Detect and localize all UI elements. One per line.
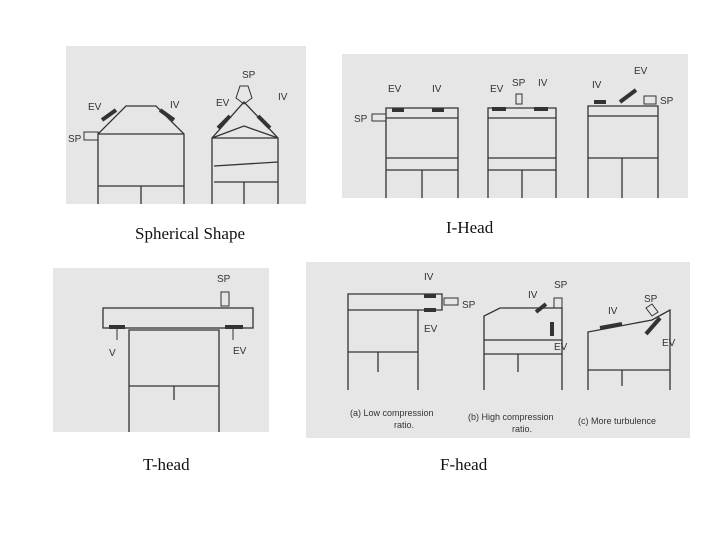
ihead-labels: EV IV SP EV SP IV IV EV SP — [354, 66, 674, 125]
spherical-labels: EV IV SP EV SP IV — [68, 70, 288, 145]
label-sp: SP — [242, 70, 256, 81]
label-ev: EV — [216, 98, 230, 109]
subcaption-c: (c) More turbulence — [578, 416, 656, 426]
fhead-labels: IV SP EV IV SP EV IV SP EV (a) Low compr… — [350, 272, 676, 434]
label-ev: EV — [554, 342, 568, 353]
caption-ihead: I-Head — [446, 218, 494, 237]
subcaption-b: (b) High compression — [468, 412, 554, 422]
spherical-diagram — [83, 85, 279, 204]
label-ev: EV — [424, 324, 438, 335]
fhead-panel: IV SP EV IV SP EV IV SP EV (a) Low compr… — [306, 262, 690, 438]
label-sp: SP — [217, 274, 231, 285]
thead-diagram — [102, 291, 254, 432]
caption-fhead: F-head — [440, 455, 488, 474]
label-ev: EV — [662, 338, 676, 349]
caption-thead: T-head — [143, 455, 190, 474]
label-ev: EV — [634, 66, 648, 77]
spherical-panel: EV IV SP EV SP IV — [66, 46, 306, 204]
subcaption-a-line2: ratio. — [394, 420, 414, 430]
label-ev: EV — [490, 84, 504, 95]
label-sp: SP — [462, 300, 476, 311]
ihead-panel: EV IV SP EV SP IV IV EV SP — [342, 54, 688, 198]
label-sp: SP — [68, 134, 82, 145]
label-sp: SP — [660, 96, 674, 107]
fhead-diagram — [347, 293, 671, 390]
label-ev: EV — [388, 84, 402, 95]
label-v: V — [109, 348, 116, 359]
label-iv: IV — [424, 272, 434, 283]
thead-panel: SP V EV — [53, 268, 269, 432]
label-sp: SP — [512, 78, 526, 89]
label-iv: IV — [170, 100, 180, 111]
label-ev: EV — [88, 102, 102, 113]
label-sp: SP — [644, 294, 658, 305]
ihead-diagram — [371, 88, 659, 198]
label-iv: IV — [432, 84, 442, 95]
subcaption-a: (a) Low compression — [350, 408, 434, 418]
label-ev: EV — [233, 346, 247, 357]
label-iv: IV — [538, 78, 548, 89]
label-iv: IV — [528, 290, 538, 301]
label-sp: SP — [354, 114, 368, 125]
label-iv: IV — [608, 306, 618, 317]
label-iv: IV — [592, 80, 602, 91]
label-sp: SP — [554, 280, 568, 291]
subcaption-b-line2: ratio. — [512, 424, 532, 434]
caption-spherical: Spherical Shape — [135, 224, 245, 243]
label-iv: IV — [278, 92, 288, 103]
thead-labels: SP V EV — [109, 274, 247, 359]
